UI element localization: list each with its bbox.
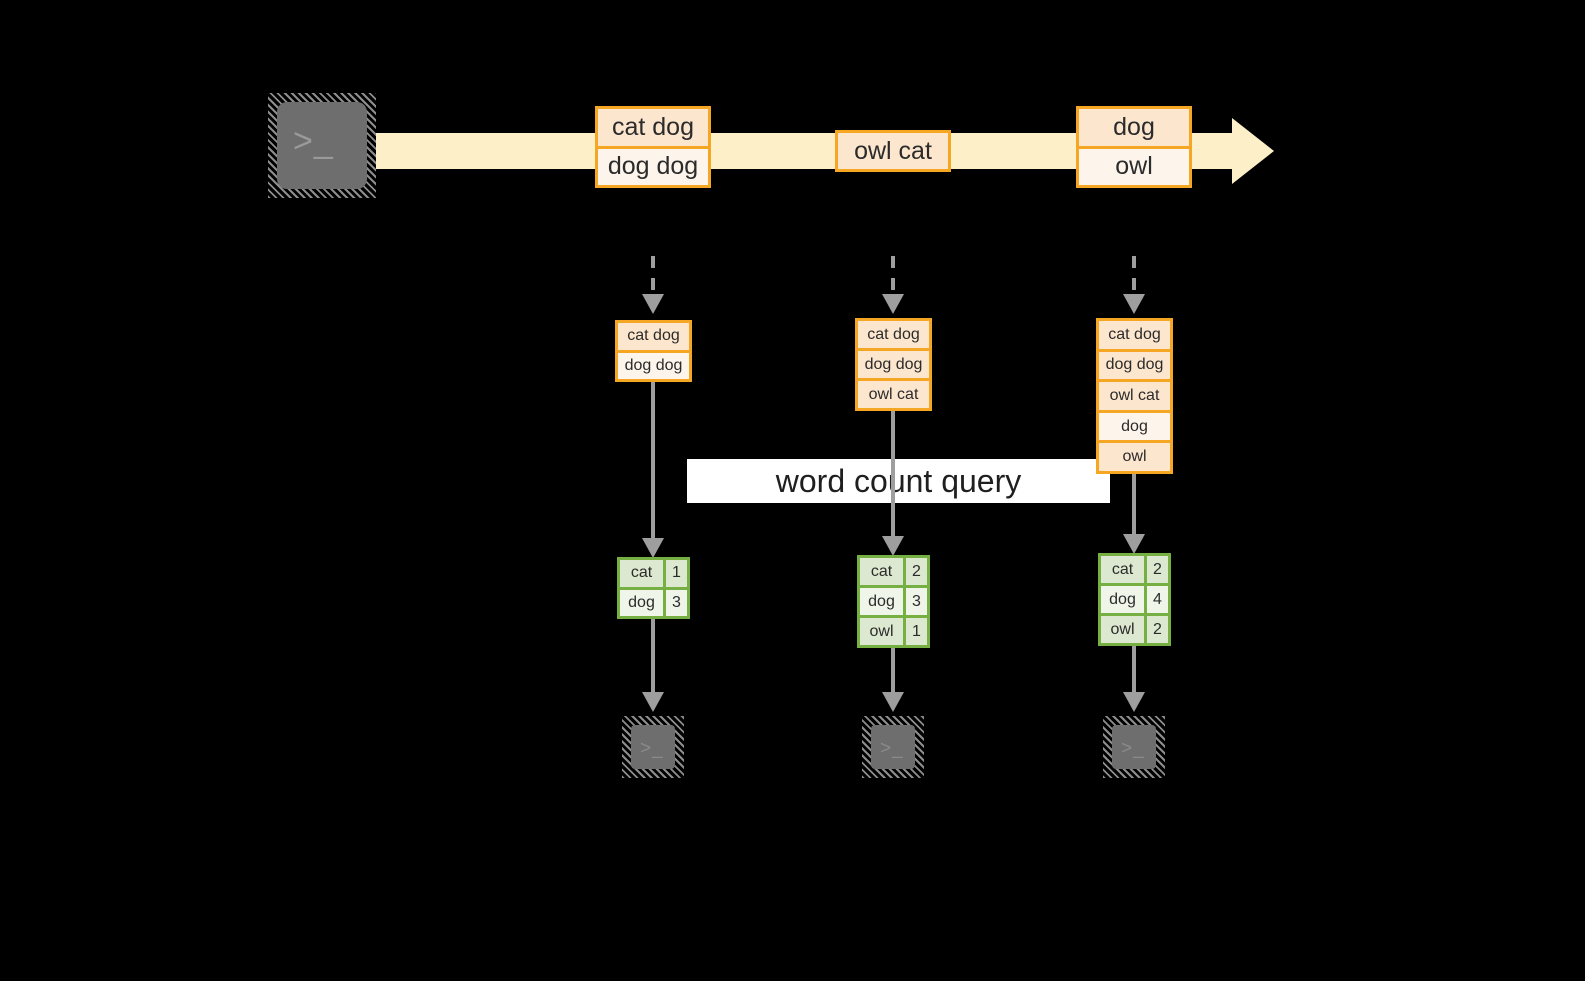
sink-terminal-3[interactable]: >_: [1103, 716, 1165, 778]
result-table-1-row-2: dog 3: [620, 589, 687, 616]
pipeline-connector-2: [891, 411, 895, 546]
snapshot-2-row-3: owl cat: [858, 381, 929, 408]
result-table-1[interactable]: cat 1 dog 3: [617, 557, 690, 619]
result-1-word-2: dog: [620, 589, 666, 616]
result-table-2-row-1: cat 2: [860, 558, 927, 588]
result-table-3-row-1: cat 2: [1101, 556, 1168, 586]
stream-event-2[interactable]: owl cat: [835, 130, 951, 172]
snapshot-table-1[interactable]: cat dog dog dog: [615, 320, 692, 382]
sink-connector-1-head: [642, 692, 664, 712]
result-2-word-2: dog: [860, 588, 906, 615]
snapshot-table-2[interactable]: cat dog dog dog owl cat: [855, 318, 932, 411]
terminal-prompt-glyph: >_: [293, 122, 334, 160]
stream-event-3-line-2: owl: [1079, 148, 1189, 185]
result-table-2-row-3: owl 1: [860, 618, 927, 645]
result-1-count-2: 3: [666, 589, 687, 616]
snapshot-3-row-1: cat dog: [1099, 321, 1170, 352]
result-table-3-row-2: dog 4: [1101, 586, 1168, 616]
sink-connector-3: [1132, 646, 1136, 696]
result-3-count-2: 4: [1147, 586, 1168, 613]
sink-connector-2-head: [882, 692, 904, 712]
result-3-word-3: owl: [1101, 616, 1147, 643]
stream-event-2-line-1: owl cat: [838, 133, 948, 169]
terminal-prompt-glyph: >_: [880, 738, 904, 759]
result-2-count-3: 1: [906, 618, 927, 645]
terminal-face: [631, 725, 675, 769]
stream-event-1-line-2: dog dog: [598, 148, 708, 185]
query-banner: word count query: [687, 459, 1110, 503]
sink-terminal-2[interactable]: >_: [862, 716, 924, 778]
query-banner-label: word count query: [775, 462, 1022, 499]
dashed-connector-1-head: [642, 294, 664, 314]
result-table-3[interactable]: cat 2 dog 4 owl 2: [1098, 553, 1171, 646]
dashed-connector-3: [1132, 256, 1136, 298]
snapshot-1-row-1: cat dog: [618, 323, 689, 353]
result-2-count-2: 3: [906, 588, 927, 615]
dashed-connector-2-head: [882, 294, 904, 314]
terminal-face: [1112, 725, 1156, 769]
terminal-face: [871, 725, 915, 769]
snapshot-1-row-2: dog dog: [618, 352, 689, 379]
terminal-prompt-glyph: >_: [640, 738, 664, 759]
stream-event-3[interactable]: dog owl: [1076, 106, 1192, 188]
result-3-word-2: dog: [1101, 586, 1147, 613]
dashed-connector-1: [651, 256, 655, 298]
pipeline-connector-1-head: [642, 538, 664, 558]
stream-event-1-line-1: cat dog: [598, 109, 708, 149]
result-2-word-1: cat: [860, 558, 906, 585]
source-terminal-icon[interactable]: >_: [268, 93, 376, 198]
result-table-3-row-3: owl 2: [1101, 616, 1168, 643]
result-table-2[interactable]: cat 2 dog 3 owl 1: [857, 555, 930, 648]
stream-arrow-head: [1232, 118, 1274, 184]
result-1-count-1: 1: [666, 560, 687, 587]
pipeline-connector-3-head: [1123, 534, 1145, 554]
sink-connector-3-head: [1123, 692, 1145, 712]
result-table-1-row-1: cat 1: [620, 560, 687, 590]
snapshot-2-row-1: cat dog: [858, 321, 929, 351]
result-3-count-1: 2: [1147, 556, 1168, 583]
snapshot-3-row-2: dog dog: [1099, 351, 1170, 383]
sink-terminal-1[interactable]: >_: [622, 716, 684, 778]
pipeline-connector-1: [651, 382, 655, 548]
sink-connector-2: [891, 648, 895, 696]
result-2-word-3: owl: [860, 618, 906, 645]
snapshot-3-row-4: dog: [1099, 412, 1170, 444]
result-2-count-1: 2: [906, 558, 927, 585]
result-3-word-1: cat: [1101, 556, 1147, 583]
terminal-prompt-glyph: >_: [1121, 738, 1145, 759]
stream-event-3-line-1: dog: [1079, 109, 1189, 149]
result-3-count-3: 2: [1147, 616, 1168, 643]
result-table-2-row-2: dog 3: [860, 588, 927, 618]
snapshot-2-row-2: dog dog: [858, 351, 929, 381]
snapshot-3-row-5: owl: [1099, 443, 1170, 471]
sink-connector-1: [651, 619, 655, 696]
pipeline-connector-3: [1132, 474, 1136, 546]
dashed-connector-3-head: [1123, 294, 1145, 314]
terminal-face: [277, 102, 367, 189]
result-1-word-1: cat: [620, 560, 666, 587]
pipeline-connector-2-head: [882, 536, 904, 556]
dashed-connector-2: [891, 256, 895, 298]
stream-event-1[interactable]: cat dog dog dog: [595, 106, 711, 188]
snapshot-table-3[interactable]: cat dog dog dog owl cat dog owl: [1096, 318, 1173, 474]
snapshot-3-row-3: owl cat: [1099, 382, 1170, 413]
